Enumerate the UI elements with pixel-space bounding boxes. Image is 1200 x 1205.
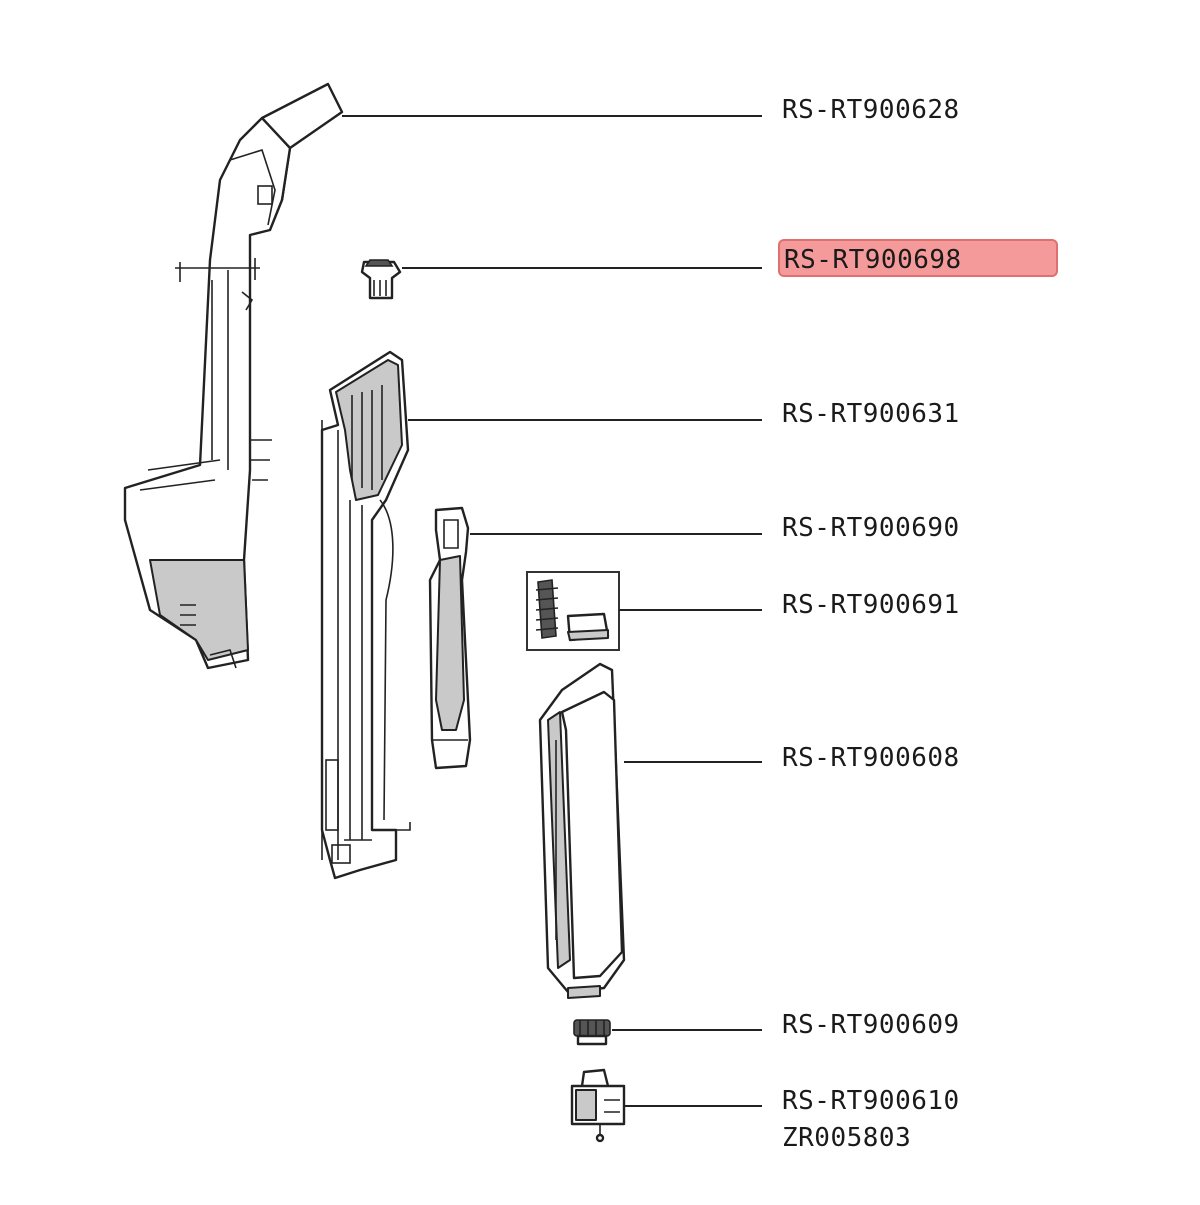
part-number-label[interactable]: RS-RT900609 — [782, 1010, 960, 1040]
clip-piece-part — [428, 506, 472, 770]
part-number-label[interactable]: RS-RT900628 — [782, 95, 960, 125]
secondary-part-number-label[interactable]: ZR005803 — [782, 1123, 912, 1153]
handle-body-part — [123, 82, 344, 670]
frame-tube-part — [320, 350, 411, 880]
part-number-label[interactable]: RS-RT900690 — [782, 513, 960, 543]
accessory-kit-part — [526, 571, 620, 651]
small-connector-part — [360, 259, 402, 300]
part-number-label-highlighted[interactable]: RS-RT900698 — [778, 239, 1058, 277]
part-number-label[interactable]: RS-RT900610 — [782, 1086, 960, 1116]
container-part — [538, 662, 626, 999]
part-number-label[interactable]: RS-RT900691 — [782, 590, 960, 620]
gear-part — [573, 1019, 611, 1046]
part-number-label[interactable]: RS-RT900608 — [782, 743, 960, 773]
part-number-label[interactable]: RS-RT900631 — [782, 399, 960, 429]
end-fitting-part — [570, 1068, 626, 1143]
